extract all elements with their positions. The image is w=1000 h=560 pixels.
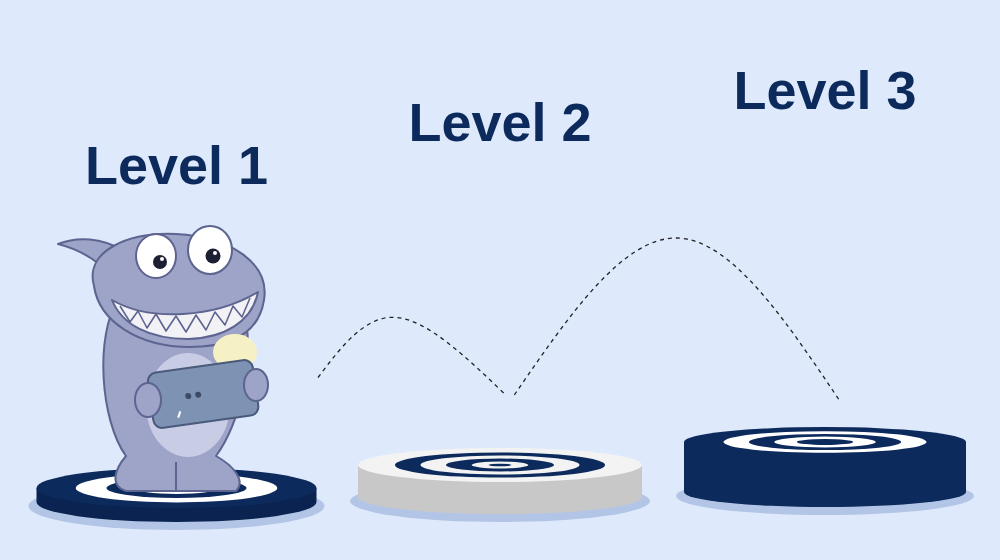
level-heading: Level 3 <box>733 59 916 121</box>
jump-arc <box>514 238 839 400</box>
level-platform: Level 2 <box>357 395 643 530</box>
level-platform: Level 1 <box>35 225 318 530</box>
platform-disc <box>683 400 967 530</box>
platform-disc <box>357 395 643 530</box>
level-heading: Level 2 <box>408 91 591 153</box>
jump-arc <box>318 317 506 395</box>
platform-disc <box>35 225 318 530</box>
level-platform: Level 3 <box>683 400 967 530</box>
level-heading: Level 1 <box>85 134 268 196</box>
